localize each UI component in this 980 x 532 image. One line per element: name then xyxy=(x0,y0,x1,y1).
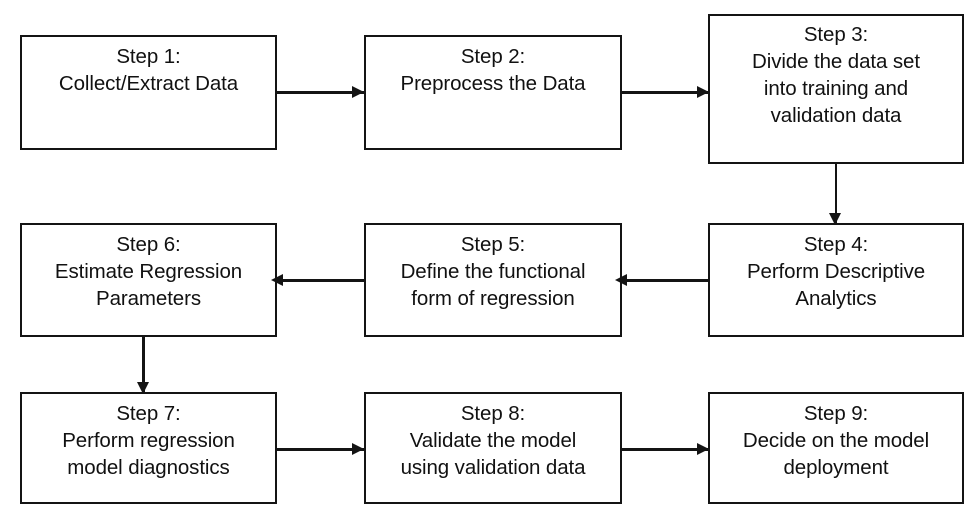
connector-step4-step5 xyxy=(615,279,710,282)
connector-step3-step4 xyxy=(834,164,837,225)
node-step3-line-1: Step 3: xyxy=(803,23,869,46)
node-step3-line-3: into training and xyxy=(763,77,909,101)
node-step6-line-2: Estimate Regression xyxy=(54,260,243,284)
connector-step8-step9 xyxy=(622,448,713,451)
node-step1-line-1: Step 1: xyxy=(116,45,181,68)
node-step7[interactable]: Step 7: Perform regression model diagnos… xyxy=(20,392,277,504)
node-step3-line-2: Divide the data set xyxy=(752,50,920,74)
node-step7-line-3: model diagnostics xyxy=(67,456,230,480)
node-step4[interactable]: Step 4: Perform Descriptive Analytics xyxy=(708,223,964,337)
node-step2-line-2: Preprocess the Data xyxy=(400,72,586,96)
arrowhead-step7-step8 xyxy=(352,442,364,455)
node-step6-line-1: Step 6: xyxy=(116,233,181,256)
arrowhead-step6-step7 xyxy=(136,382,149,394)
arrowhead-step5-step6 xyxy=(271,273,283,286)
arrowhead-step2-step3 xyxy=(697,85,709,98)
node-step5-line-2: Define the functional xyxy=(400,260,586,284)
node-step2[interactable]: Step 2: Preprocess the Data xyxy=(364,35,622,150)
node-step6[interactable]: Step 6: Estimate Regression Parameters xyxy=(20,223,277,337)
node-step4-line-2: Perform Descriptive xyxy=(746,260,926,284)
node-step8[interactable]: Step 8: Validate the model using validat… xyxy=(364,392,622,504)
node-step7-line-1: Step 7: xyxy=(116,402,181,425)
connector-step5-step6 xyxy=(271,279,366,282)
node-step8-line-1: Step 8: xyxy=(460,402,526,425)
node-step5-line-1: Step 5: xyxy=(460,233,526,256)
node-step3-line-4: validation data xyxy=(770,104,902,128)
node-step9-line-3: deployment xyxy=(783,456,889,480)
node-step9-line-2: Decide on the model xyxy=(742,429,930,453)
arrowhead-step1-step2 xyxy=(352,85,364,98)
node-step8-line-2: Validate the model xyxy=(409,429,577,453)
node-step9-line-1: Step 9: xyxy=(803,402,869,425)
node-step5-line-3: form of regression xyxy=(411,287,575,311)
node-step5[interactable]: Step 5: Define the functional form of re… xyxy=(364,223,622,337)
arrowhead-step8-step9 xyxy=(697,442,709,455)
node-step9[interactable]: Step 9: Decide on the model deployment xyxy=(708,392,964,504)
node-step4-line-1: Step 4: xyxy=(803,233,869,256)
connector-step2-step3 xyxy=(622,91,713,94)
node-step8-line-3: using validation data xyxy=(400,456,586,480)
connector-step7-step8 xyxy=(277,448,369,451)
arrowhead-step4-step5 xyxy=(615,273,627,286)
node-step6-line-3: Parameters xyxy=(96,287,201,311)
connector-step6-step7 xyxy=(142,337,145,394)
node-step2-line-1: Step 2: xyxy=(460,45,526,68)
connector-step1-step2 xyxy=(277,91,369,94)
node-step1-line-2: Collect/Extract Data xyxy=(58,72,239,96)
node-step4-line-3: Analytics xyxy=(795,287,877,311)
node-step1[interactable]: Step 1: Collect/Extract Data xyxy=(20,35,277,150)
node-step7-line-2: Perform regression xyxy=(62,429,235,453)
node-step3[interactable]: Step 3: Divide the data set into trainin… xyxy=(708,14,964,164)
arrowhead-step3-step4 xyxy=(829,213,842,225)
